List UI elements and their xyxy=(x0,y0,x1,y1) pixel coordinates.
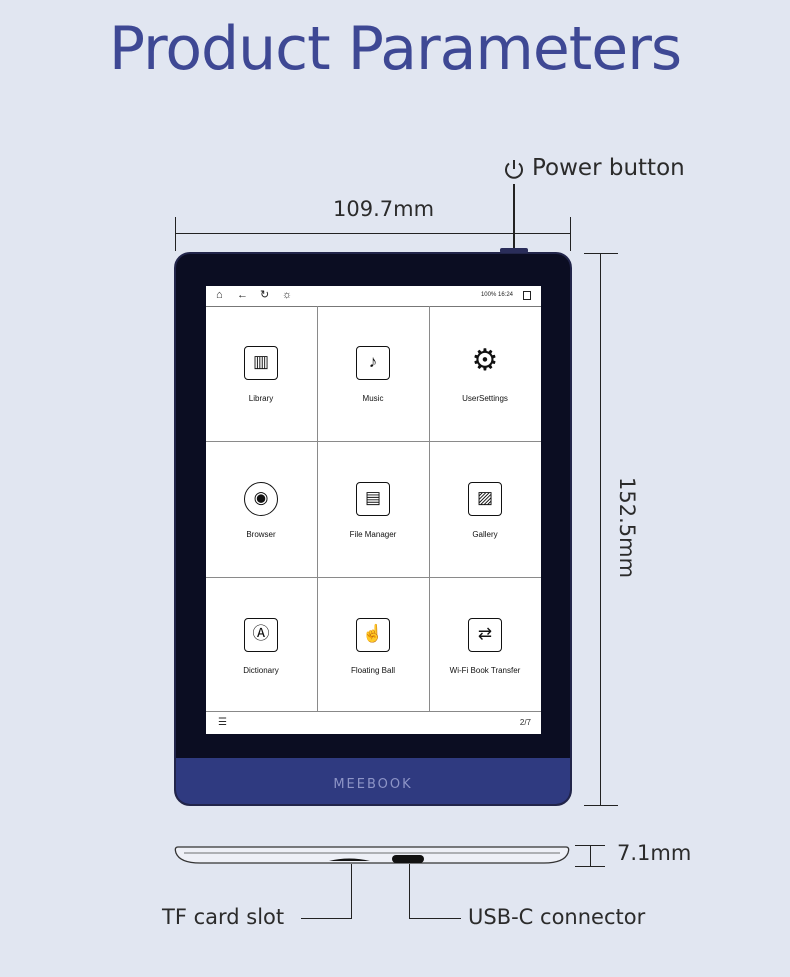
recent-apps-icon[interactable] xyxy=(523,291,531,300)
device-side-profile xyxy=(174,846,570,864)
app-browser[interactable]: ◉ Browser xyxy=(206,442,316,576)
ereader-front: ⌂ ← ↻ ☼ 100% 16:24 ▥ Library ♪ Music ⚙ U… xyxy=(174,252,572,806)
menu-icon[interactable]: ☰ xyxy=(218,717,227,728)
app-user-settings[interactable]: ⚙ UserSettings xyxy=(430,306,540,440)
page-indicator: 2/7 xyxy=(519,718,531,727)
browser-icon: ◉ xyxy=(244,482,278,516)
gallery-icon: ▨ xyxy=(468,482,502,516)
usb-leader-horizontal xyxy=(409,918,461,919)
power-button xyxy=(500,248,528,253)
power-leader-line xyxy=(513,184,515,250)
brand-logo: MEEBOOK xyxy=(333,777,413,792)
grid-divider xyxy=(317,306,318,711)
app-floating-ball[interactable]: ☝ Floating Ball xyxy=(318,578,428,712)
app-grid: ▥ Library ♪ Music ⚙ UserSettings ◉ Brows… xyxy=(206,306,541,711)
usb-label: USB-C connector xyxy=(468,905,646,929)
app-label: Wi-Fi Book Transfer xyxy=(449,666,521,675)
grid-divider xyxy=(206,441,541,442)
height-dimension-line xyxy=(600,253,601,806)
app-library[interactable]: ▥ Library xyxy=(206,306,316,440)
app-label: Gallery xyxy=(472,530,498,539)
refresh-icon[interactable]: ↻ xyxy=(260,289,270,301)
app-label: Floating Ball xyxy=(350,666,396,675)
width-tick-right xyxy=(570,217,571,251)
app-music[interactable]: ♪ Music xyxy=(318,306,428,440)
usb-leader-vertical xyxy=(409,864,410,919)
app-wifi-book-transfer[interactable]: ⇄ Wi-Fi Book Transfer xyxy=(430,578,540,712)
status-text: 100% 16:24 xyxy=(480,292,513,298)
thickness-line xyxy=(590,845,591,867)
width-dimension-line xyxy=(175,233,571,234)
dictionary-icon: Ⓐ xyxy=(244,618,278,652)
back-icon[interactable]: ← xyxy=(237,289,248,301)
transfer-icon: ⇄ xyxy=(468,618,502,652)
touch-icon: ☝ xyxy=(356,618,390,652)
bottom-bar: ☰ 2/7 xyxy=(206,711,541,734)
tf-leader-vertical xyxy=(351,864,352,919)
gear-icon: ⚙ xyxy=(471,344,499,377)
app-label: UserSettings xyxy=(462,394,508,403)
device-screen: ⌂ ← ↻ ☼ 100% 16:24 ▥ Library ♪ Music ⚙ U… xyxy=(206,286,541,734)
library-icon: ▥ xyxy=(244,346,278,380)
tf-leader-horizontal xyxy=(301,918,352,919)
grid-divider xyxy=(206,577,541,578)
music-icon: ♪ xyxy=(356,346,390,380)
app-dictionary[interactable]: Ⓐ Dictionary xyxy=(206,578,316,712)
height-tick-top xyxy=(584,253,618,254)
height-tick-bottom xyxy=(584,805,618,806)
tf-slot-label: TF card slot xyxy=(162,905,285,929)
file-manager-icon: ▤ xyxy=(356,482,390,516)
light-icon[interactable]: ☼ xyxy=(282,289,293,301)
height-dimension-label: 152.5mm xyxy=(615,477,639,579)
grid-divider xyxy=(429,306,430,711)
app-label: Music xyxy=(362,394,384,403)
power-button-label: Power button xyxy=(532,155,685,181)
power-icon xyxy=(505,160,523,179)
thickness-label: 7.1mm xyxy=(617,841,692,865)
status-bar: ⌂ ← ↻ ☼ 100% 16:24 xyxy=(206,286,541,307)
app-label: Dictionary xyxy=(243,666,279,675)
device-chin xyxy=(176,758,570,804)
app-gallery[interactable]: ▨ Gallery xyxy=(430,442,540,576)
width-tick-left xyxy=(175,217,176,251)
width-dimension-label: 109.7mm xyxy=(333,197,435,221)
app-file-manager[interactable]: ▤ File Manager xyxy=(318,442,428,576)
home-icon[interactable]: ⌂ xyxy=(216,289,223,301)
page-title: Product Parameters xyxy=(108,14,682,84)
app-label: Library xyxy=(248,394,274,403)
app-label: File Manager xyxy=(349,530,397,539)
app-label: Browser xyxy=(246,530,276,539)
